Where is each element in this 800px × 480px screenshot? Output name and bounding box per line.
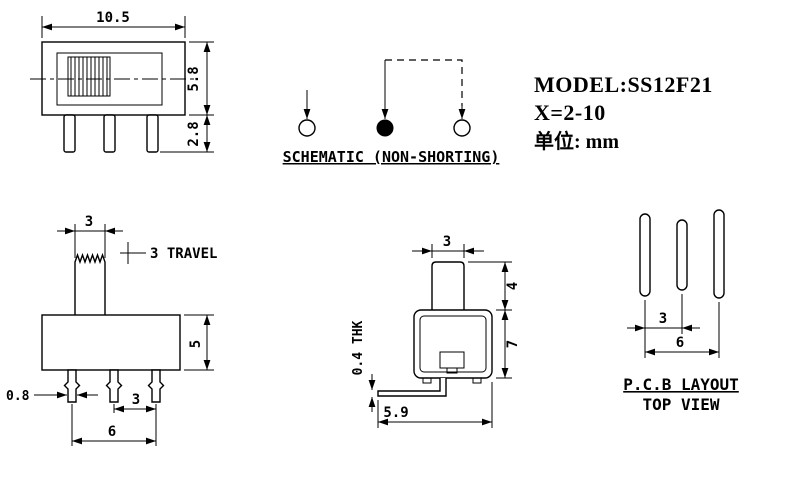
dim-front-pin-length: 2.8 [160,115,214,153]
dim-text-front-body-height: 5.8 [186,66,202,91]
mounting-tab [472,377,482,384]
actuator-hatch [70,57,108,96]
dim-text-front-width: 10.5 [96,10,130,26]
dim-text-pad-pitch: 3 [659,311,667,327]
dim-pin-span: 6 [71,404,156,446]
dim-text-front-pin-length: 2.8 [186,121,202,146]
dim-body-height: 5 [184,314,214,371]
dim-text-knob-width: 3 [85,214,93,230]
alternate-position-dashed [385,59,463,106]
travel-callout: 3 TRAVEL [120,242,217,264]
dim-front-body-height: 5.8 [186,41,214,116]
dim-pad-pitch: 3 [627,294,700,358]
dim-text-pad-span: 6 [676,335,684,351]
front-view: 10.5 5.8 2.8 [30,10,214,153]
dim-text-knob-height: 4 [505,282,521,290]
end-view: 3 4 7 0.4 THK 5.9 [351,234,521,428]
dim-thickness: 0.4 THK [351,320,376,412]
pin [63,114,76,153]
dim-pad-span: 6 [645,302,720,358]
dim-text-pin-span: 6 [108,424,116,440]
bent-terminal-pin [377,378,447,397]
pin [103,114,116,153]
dim-end-knob-width: 3 [412,234,484,258]
model-number: MODEL:SS12F21 [534,72,713,97]
dim-knob-width: 3 [57,214,123,258]
dim-pin-extent: 5.9 [377,382,493,428]
pcb-slot [676,219,688,291]
dim-text-thickness: 0.4 THK [351,320,366,375]
dim-text-body-height: 5 [188,340,204,348]
travel-label: 3 TRAVEL [150,246,217,262]
pin-with-barbs [147,369,165,403]
pcb-layout-view: 3 6 P.C.B LAYOUT TOP VIEW [623,209,739,414]
dim-pin-pitch: 3 [113,392,157,446]
terminal-circle-common-filled [376,119,394,137]
actuator-knob-knurled [74,252,106,315]
mounting-tab [422,377,432,384]
side-view: 3 3 TRAVEL 5 0.8 3 6 [6,214,217,446]
dim-text-end-knob-width: 3 [443,234,451,250]
dim-text-end-body-height: 7 [505,340,521,348]
dim-pin-width: 0.8 [6,389,98,404]
title-block: MODEL:SS12F21 X=2-10 单位: mm [534,72,713,153]
pcb-layout-heading: P.C.B LAYOUT [623,375,739,394]
pin [146,114,159,153]
dim-front-width: 10.5 [41,10,186,38]
dim-text-pin-pitch: 3 [132,392,140,408]
terminal-circle-left [298,119,316,137]
switch-body-outline [41,314,181,371]
pin-with-barbs [105,369,123,403]
dim-knob-height: 4 [468,261,521,311]
dim-text-pin-width: 0.8 [6,389,30,404]
pcb-slot [639,213,651,297]
pcb-slot [713,209,725,299]
dim-text-pin-extent: 5.9 [383,405,408,421]
actuator-knob [67,56,111,97]
x-range: X=2-10 [534,100,606,125]
pcb-top-view-label: TOP VIEW [642,395,719,414]
dim-end-body-height: 7 [496,310,521,379]
inner-contact-stub [446,367,458,374]
terminal-circle-right [453,119,471,137]
switch-body-outline [41,41,186,116]
pin-with-barbs [63,369,81,403]
unit-note: 单位: mm [534,129,619,153]
schematic-view: SCHEMATIC (NON-SHORTING) [283,59,500,166]
switch-body-outline [413,309,493,379]
actuator-knob [431,261,465,310]
schematic-label: SCHEMATIC (NON-SHORTING) [283,148,500,166]
body-inner-wall [419,315,487,373]
